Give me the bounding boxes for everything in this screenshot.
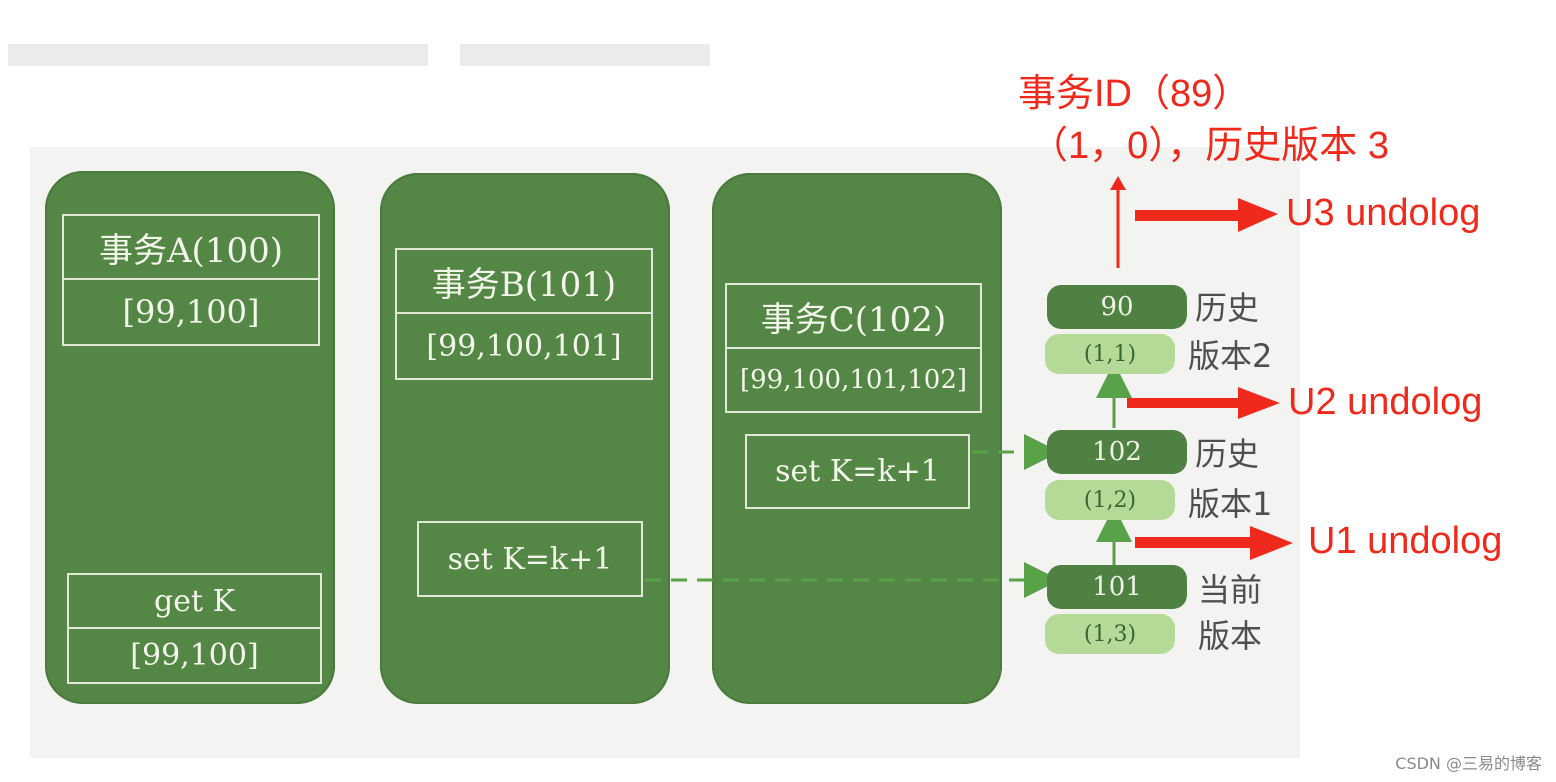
version-90-label-line1: 历史 [1195,289,1260,327]
pointer-to-version-89-head [1110,176,1126,190]
version-101-trx-id: 101 [1047,565,1187,609]
transaction-a-view: [99,100] [62,280,320,346]
transaction-c-panel [712,173,1002,704]
version-102-trx-id: 102 [1047,430,1187,474]
u2-arrow [1127,387,1280,419]
blurred-header [8,44,428,66]
transaction-b-panel [380,173,670,704]
version-102-value: (1,2) [1045,480,1175,520]
version-90-trx-id: 90 [1047,285,1187,329]
version-101-value: (1,3) [1045,614,1175,654]
version-90-label-line2: 版本2 [1188,337,1273,375]
annotation-version-89-value: （1，0），历史版本 3 [1030,125,1389,167]
version-101-label-line1: 当前 [1198,571,1263,609]
transaction-b-op: set K=k+1 [417,521,643,597]
annotation-u2-undolog: U2 undolog [1288,381,1483,423]
transaction-c-op: set K=k+1 [745,434,970,509]
transaction-b-title: 事务B(101) [395,248,653,314]
transaction-a-op: get K [67,573,322,629]
annotation-version-89-id: 事务ID（89） [1018,73,1251,115]
transaction-a-result: [99,100] [67,629,322,684]
transaction-c-title: 事务C(102) [725,283,982,349]
version-102-label-line1: 历史 [1195,435,1260,473]
version-102-label-line2: 版本1 [1188,485,1273,523]
annotation-u3-undolog: U3 undolog [1286,192,1481,234]
u3-arrow [1135,198,1278,232]
blurred-header [460,44,710,66]
transaction-b-view: [99,100,101] [395,314,653,380]
version-90-value: (1,1) [1045,334,1175,374]
transaction-a-panel [45,171,335,704]
transaction-a-title: 事务A(100) [62,214,320,280]
version-101-label-line2: 版本 [1198,617,1263,655]
annotation-u1-undolog: U1 undolog [1308,520,1503,562]
watermark: CSDN @三易的博客 [1395,754,1542,773]
transaction-c-view: [99,100,101,102] [725,349,982,413]
u1-arrow [1135,526,1293,560]
